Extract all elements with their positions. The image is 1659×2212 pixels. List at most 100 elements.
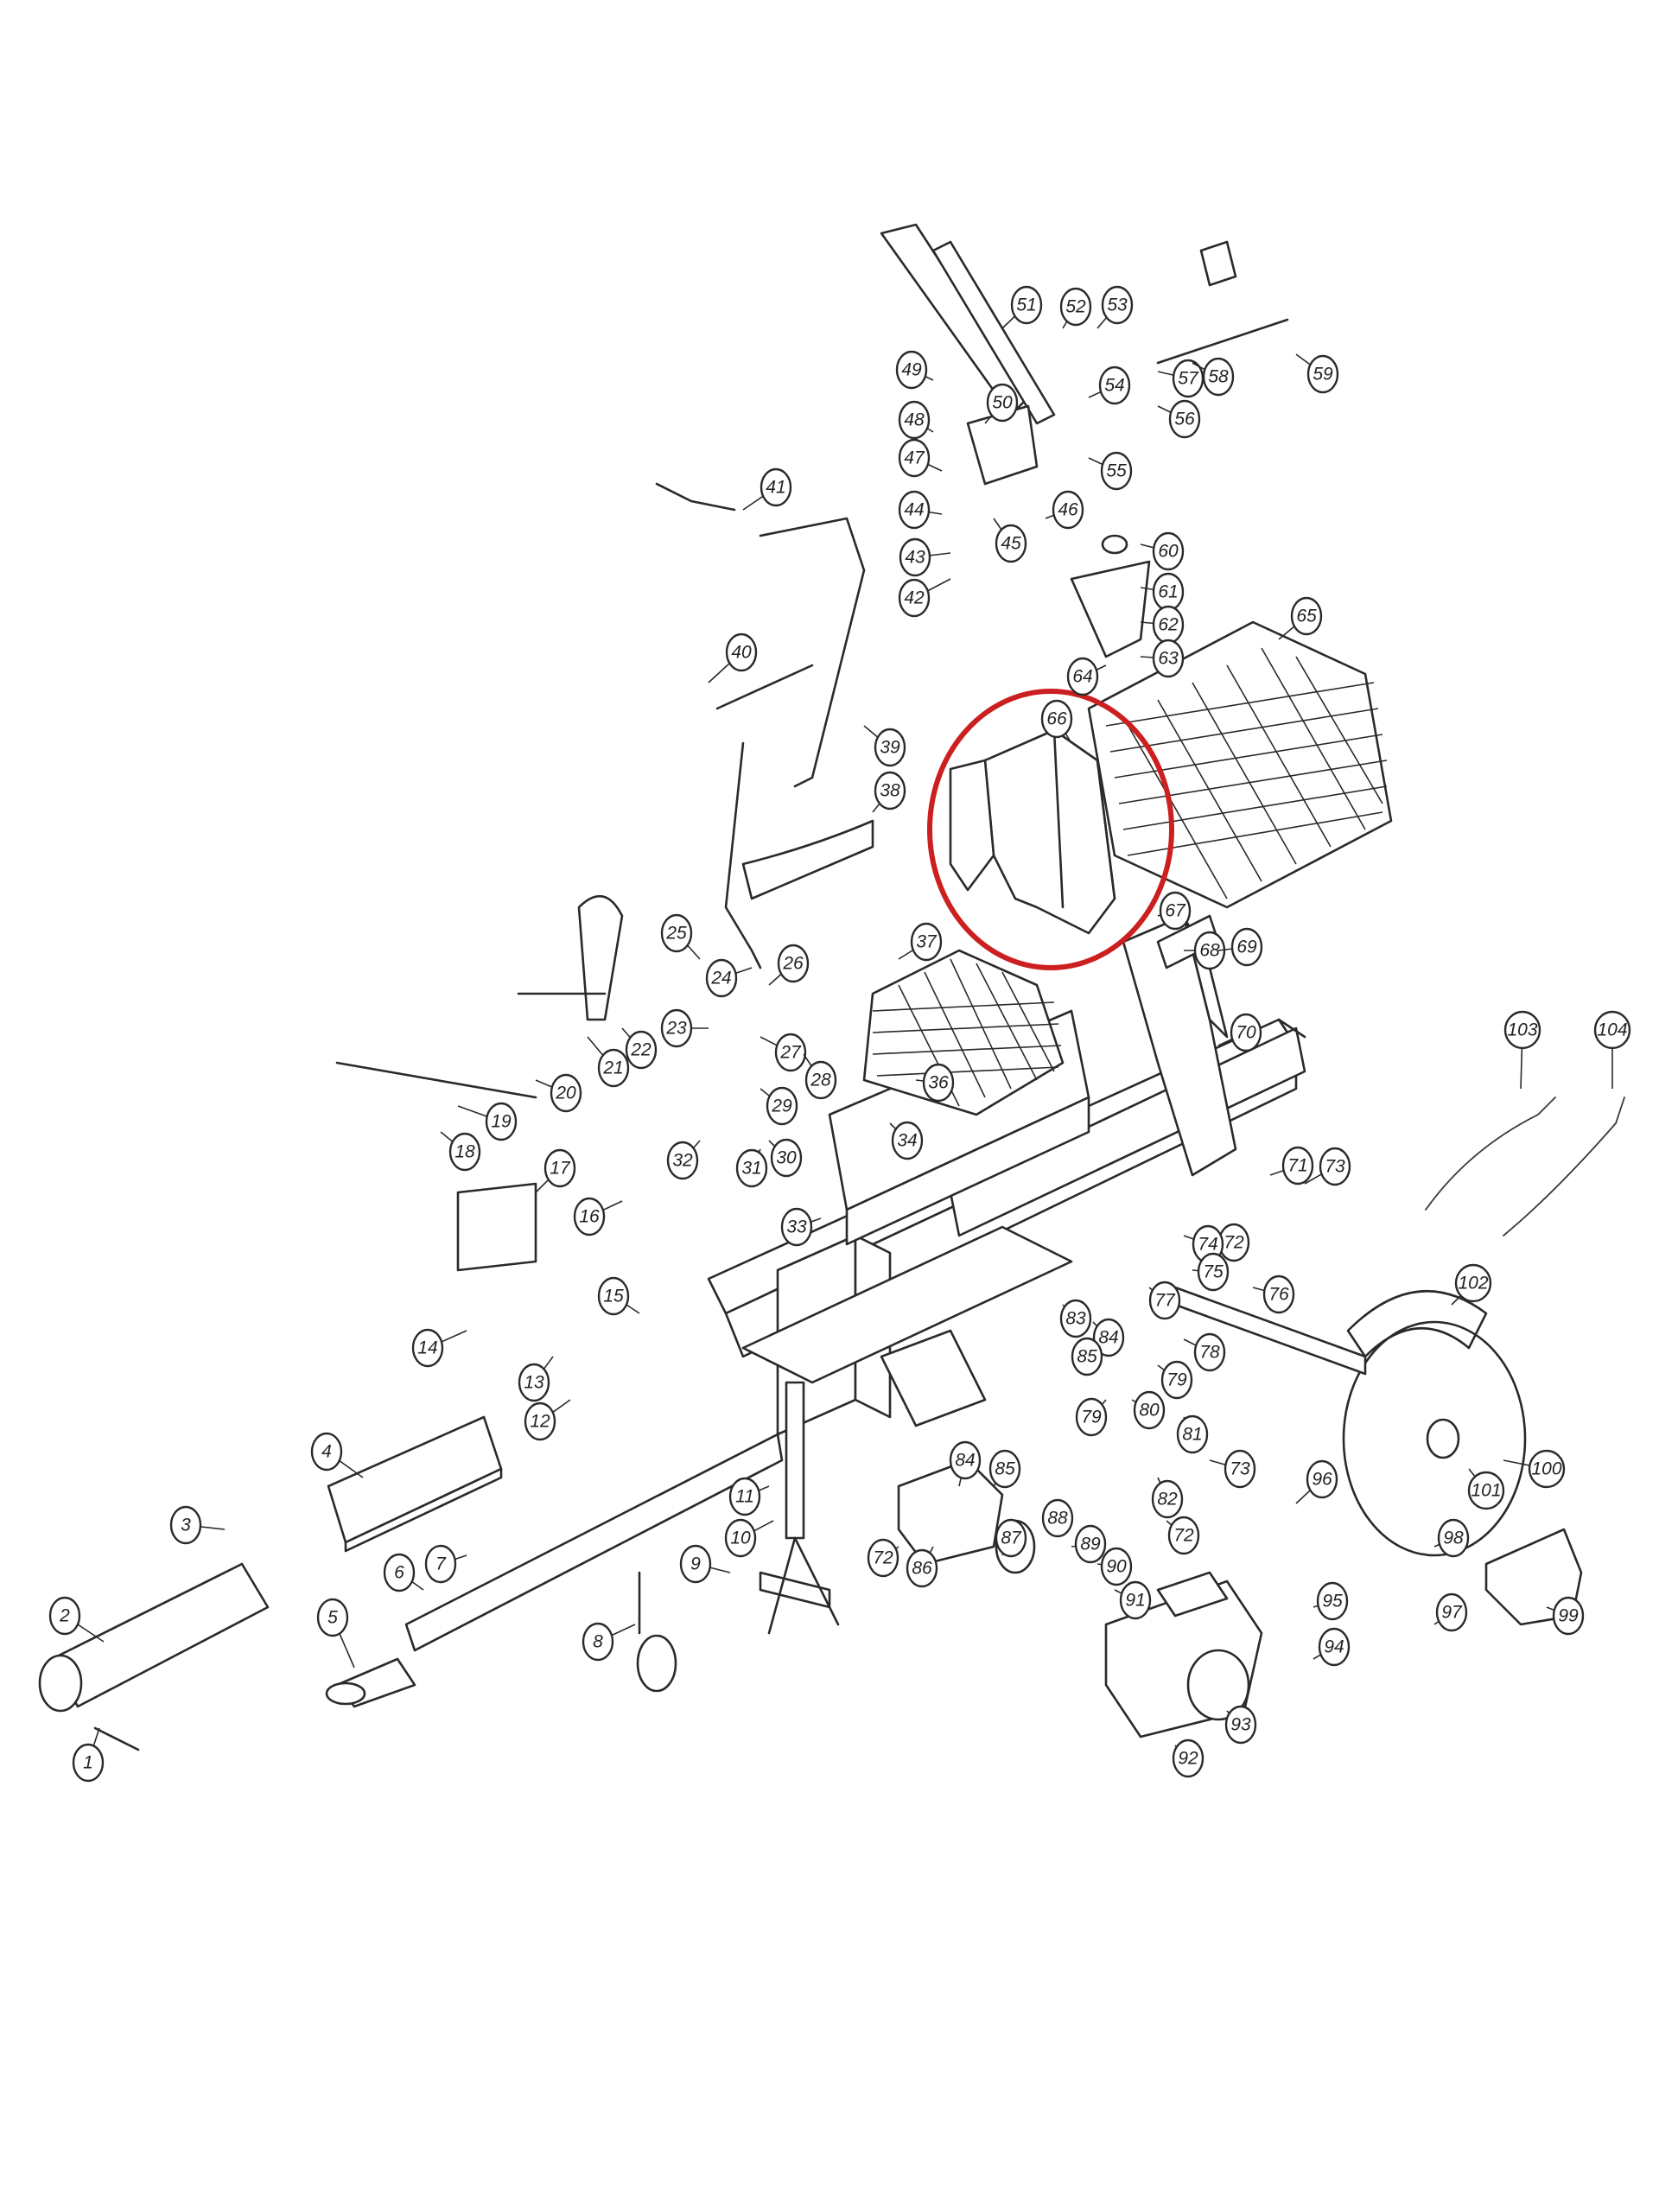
callout-48: 48 [898,400,934,440]
callout-76: 76 [1252,1274,1295,1314]
callout-number: 46 [1058,500,1078,520]
callout-20: 20 [535,1073,582,1113]
callout-number: 28 [810,1071,831,1090]
callout-circle [766,1086,798,1126]
callout-number: 59 [1313,365,1333,385]
callout-number: 19 [491,1112,512,1132]
callout-number: 89 [1080,1535,1101,1554]
callout-number: 51 [1016,296,1036,315]
callout-16: 16 [573,1197,623,1236]
callout-number: 57 [1178,369,1199,389]
callout-circle [1319,1147,1351,1186]
callout-circle [48,1596,81,1636]
callout-number: 68 [1199,941,1220,961]
callout-3: 3 [169,1505,226,1545]
callout-circle [1071,1337,1103,1376]
callout-73: 73 [1304,1147,1351,1186]
callout-circle [310,1432,343,1471]
callout-84: 84 [1092,1318,1125,1357]
callout-number: 75 [1203,1262,1224,1282]
callout-circle [988,1449,1021,1489]
callout-number: 87 [1001,1529,1022,1548]
callout-circle [1159,891,1192,931]
callout-49: 49 [895,350,934,390]
callout-number: 62 [1158,615,1179,635]
callout-98: 98 [1433,1518,1470,1558]
oil-reservoir [1070,534,1151,658]
callout-circle [1059,1299,1092,1338]
callout-55: 55 [1088,451,1133,491]
callout-circle [1075,1397,1108,1437]
callout-circle [898,490,931,530]
callout-number: 34 [897,1131,917,1151]
callout-number: 79 [1081,1408,1102,1427]
callout-circle [679,1544,712,1584]
callout-circle [1092,1318,1125,1357]
wedge-tower [1122,914,1237,1177]
callout-circle [550,1073,582,1113]
callout-circle [1133,1390,1166,1430]
callout-circle [774,1033,807,1072]
callout-53: 53 [1096,285,1134,329]
callout-circle [1041,1498,1074,1538]
callout-circle [1467,1471,1505,1510]
callout-circle [867,1538,899,1578]
callout-number: 86 [912,1559,932,1579]
callout-circle [1230,927,1263,967]
callout-89: 89 [1071,1524,1107,1564]
callout-circle [1281,1146,1314,1185]
callout-number: 80 [1139,1401,1160,1421]
callout-number: 66 [1046,709,1067,729]
callout-number: 69 [1236,938,1257,957]
callout-number: 2 [59,1606,70,1626]
callout-circle [1262,1274,1295,1314]
callout-number: 41 [766,478,785,498]
callout-number: 4 [321,1442,332,1462]
callout-circle [1318,1627,1351,1667]
callout-92: 92 [1172,1738,1205,1778]
callout-94: 94 [1313,1627,1351,1667]
callout-number: 92 [1178,1749,1198,1769]
callout-number: 9 [690,1554,701,1574]
callout-circle [625,1030,658,1070]
wheel-fender [1342,1289,1527,1557]
callout-number: 44 [904,500,924,520]
jack-stand [636,1381,840,1693]
callout-103: 103 [1503,1010,1541,1090]
callout-51: 51 [1001,285,1043,329]
callout-21: 21 [587,1036,630,1088]
callout-number: 40 [731,643,752,663]
callout-circle [949,1440,982,1480]
callout-7: 7 [424,1544,467,1584]
callout-24: 24 [705,958,753,998]
callout-70: 70 [1217,1013,1262,1052]
callout-circle [910,922,943,962]
callout-number: 5 [327,1608,338,1628]
callout-circle [705,958,738,998]
callout-79: 79 [1157,1360,1193,1400]
callout-circle [1593,1010,1631,1050]
callout-91: 91 [1114,1580,1152,1620]
callout-22: 22 [621,1027,658,1070]
callout-73: 73 [1209,1449,1256,1489]
callout-number: 76 [1268,1285,1289,1305]
callout-78: 78 [1183,1332,1226,1372]
callout-32: 32 [666,1140,701,1180]
callout-circle [1437,1518,1470,1558]
callout-42: 42 [898,578,951,618]
callout-circle [1151,1479,1184,1519]
callout-36: 36 [915,1063,955,1103]
callout-circle [760,467,792,507]
callout-circle [1098,365,1131,405]
callout-number: 33 [786,1217,807,1237]
callout-67: 67 [1157,891,1192,931]
callout-number: 73 [1325,1157,1345,1177]
callout-6: 6 [383,1553,424,1592]
callout-circle [1435,1592,1468,1632]
callout-85: 85 [1071,1337,1103,1376]
callout-45: 45 [993,518,1027,563]
callout-circle [1052,490,1084,530]
callout-circle [770,1138,803,1178]
lever-assembly-left [335,894,624,1099]
